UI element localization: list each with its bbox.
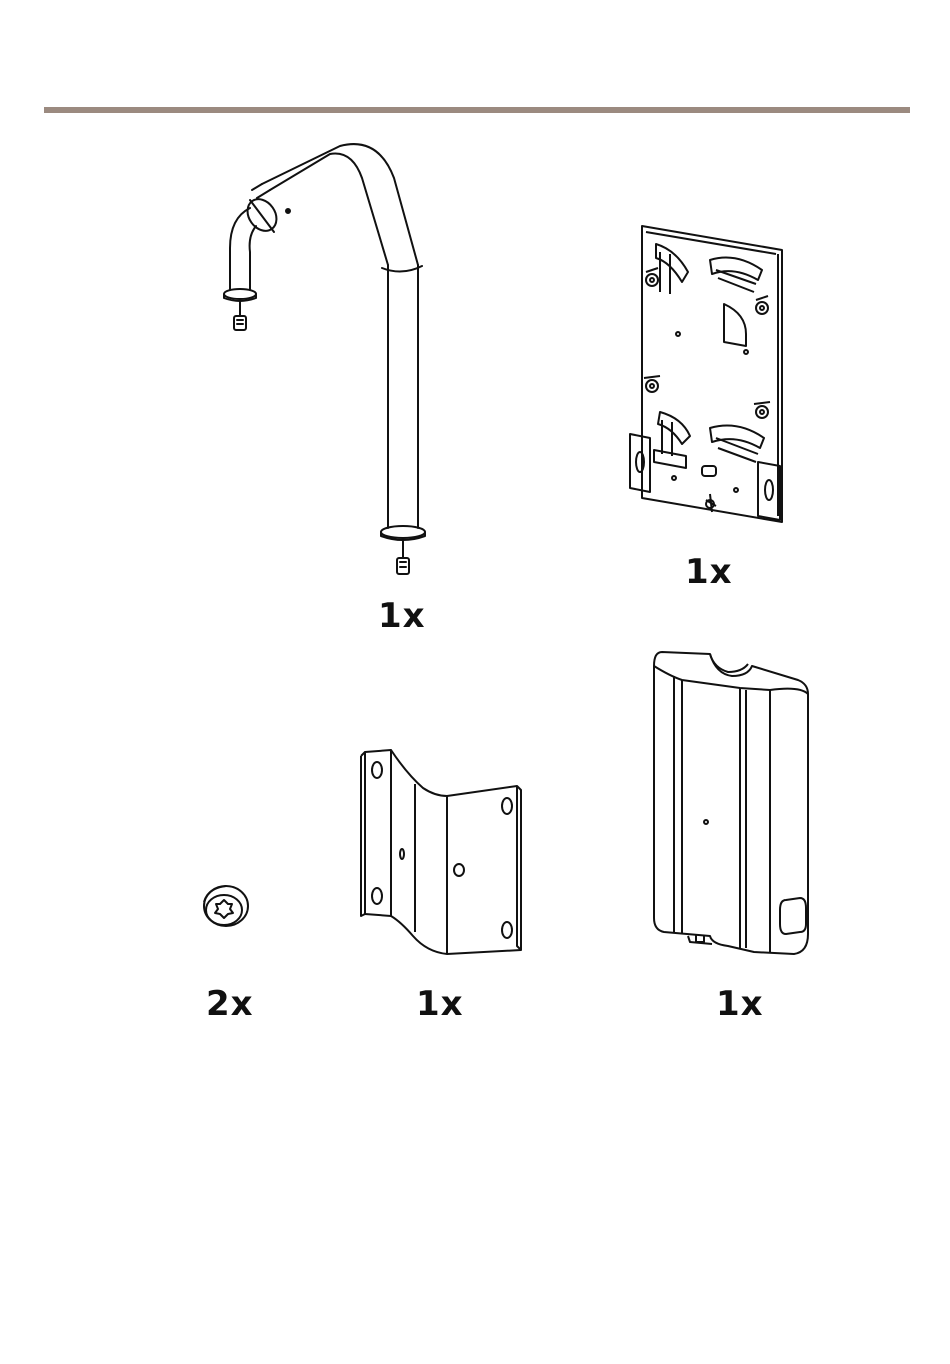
cover-illustration	[650, 646, 812, 960]
mounting-plate-illustration	[626, 222, 786, 526]
pole-arm-illustration	[210, 140, 450, 590]
mounting-plate-quantity: 1x	[685, 552, 733, 592]
screw-quantity: 2x	[206, 984, 254, 1024]
corner-bracket-quantity: 1x	[416, 984, 464, 1024]
corner-bracket-illustration	[355, 744, 527, 956]
pole-arm-icon	[210, 140, 450, 590]
screw-icon	[198, 880, 254, 930]
pole-arm-quantity: 1x	[378, 596, 426, 636]
cover-icon	[650, 646, 812, 960]
corner-bracket-icon	[355, 744, 527, 956]
cover-quantity: 1x	[716, 984, 764, 1024]
header-rule	[44, 107, 910, 113]
screw-illustration	[198, 880, 254, 930]
mounting-plate-icon	[626, 222, 786, 526]
